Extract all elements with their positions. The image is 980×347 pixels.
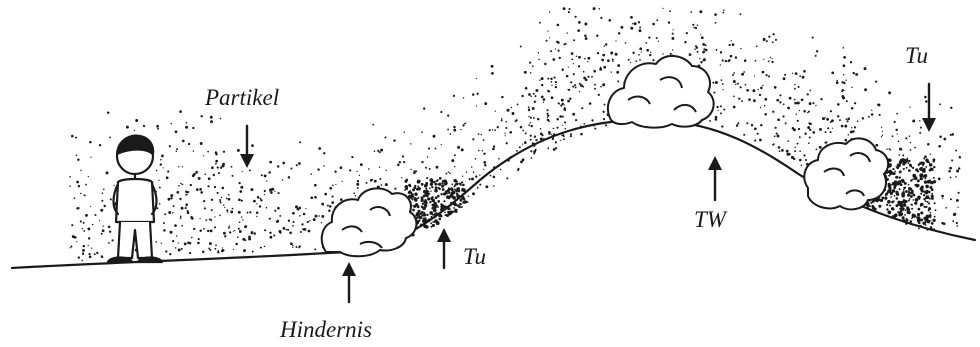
person-icon: [108, 136, 162, 262]
label-tu-right: Tu: [905, 44, 928, 67]
arrow-icon: [437, 228, 451, 268]
bush-icon: [322, 188, 417, 256]
arrow-icon: [922, 84, 936, 132]
label-tw: TW: [694, 208, 726, 231]
label-partikel: Partikel: [205, 86, 279, 109]
bush-icon: [608, 56, 714, 128]
label-hindernis: Hindernis: [280, 318, 372, 341]
arrow-icon: [342, 262, 356, 302]
label-tu-left: Tu: [463, 245, 486, 268]
arrow-icon: [708, 156, 722, 200]
particle-cloud: [69, 7, 961, 261]
arrow-icon: [240, 126, 254, 168]
